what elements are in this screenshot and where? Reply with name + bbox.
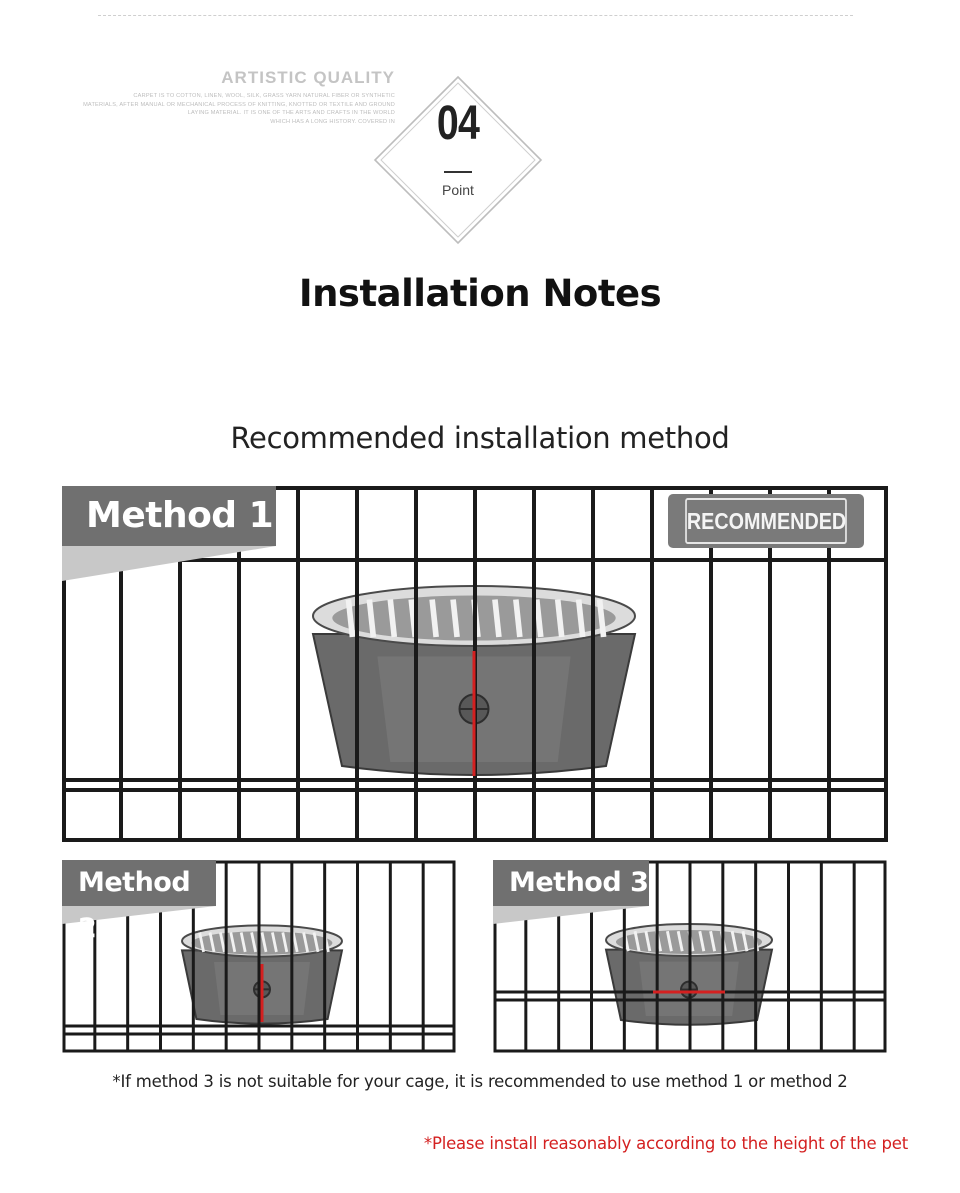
top-divider [98,15,853,16]
bowl-reflection [533,599,544,638]
point-label: Point [442,182,474,198]
label-shadow [62,546,276,581]
method-3-panel: Method 3 [493,860,887,1053]
bowl-reflection [492,599,502,638]
bowl-reflection [291,932,299,953]
bowl-reflection [633,930,641,952]
bowl-reflection [198,932,205,953]
bowl-reflection [208,932,216,953]
bowl-reflection [219,932,226,953]
bowl-reflection [644,930,652,952]
artistic-quality-block: ARTISTIC QUALITY CARPET IS TO COTTON, LI… [60,68,395,126]
label-shadow [62,906,216,924]
bowl-reflection [345,599,356,638]
bowl-reflection [450,599,460,638]
bowl-reflection [239,932,247,953]
method-2-panel: Method 2 [62,860,456,1053]
artistic-quality-text: CARPET IS TO COTTON, LINEN, WOOL, SILK, … [83,93,395,125]
bowl-reflection [250,932,257,953]
bowl-reflection [665,930,673,952]
diamond-frame-icon [373,75,543,245]
bowl-reflection [513,599,523,638]
bowl-reflection [730,930,738,952]
recommended-badge: RECOMMENDED [668,494,864,548]
page-title: Installation Notes [298,272,662,315]
page-subtitle: Recommended installation method [230,421,730,455]
bowl-reflection [281,932,289,953]
artistic-quality-title: ARTISTIC QUALITY [221,68,395,87]
point-number: 04 [436,97,480,150]
bowl-reflection [575,599,586,638]
label-shadow [493,906,649,924]
method-3-label: Method 3 [493,860,649,906]
bowl-reflection [429,599,439,638]
bowl-reflection [554,599,565,638]
bowl-reflection [312,932,320,953]
bowl-reflection [698,930,706,952]
bowl-reflection [596,599,607,638]
method-1-panel: Method 1 RECOMMENDED [62,486,888,842]
bowl-reflection [387,599,398,638]
height-warning: *Please install reasonably according to … [423,1134,908,1153]
bowl-reflection [741,930,749,952]
bowl-reflection [271,932,278,953]
bowl-reflection [676,930,684,952]
bowl-reflection [302,932,309,953]
bowl-reflection [366,599,377,638]
point-divider [444,171,472,173]
point-diamond-badge: 04 Point [372,74,544,246]
cage-illustration-method-1 [62,486,888,842]
bowl-reflection [260,932,268,953]
bowl-reflection [229,932,237,953]
method-2-label: Method 2 [62,860,216,944]
bowl-reflection [709,930,717,952]
method-note: *If method 3 is not suitable for your ca… [112,1072,848,1091]
method-1-label: Method 1 [62,486,276,546]
